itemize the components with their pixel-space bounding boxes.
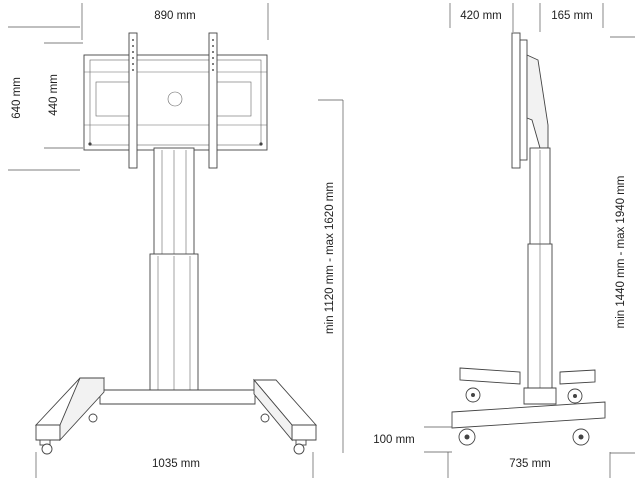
dim-front-base-width: 1035 mm (35, 452, 314, 478)
caster-back-right (260, 413, 270, 423)
caster-back-left (88, 413, 98, 423)
side-view: 420 mm 165 mm (373, 3, 635, 478)
label-front-height-outer: 640 mm (11, 77, 23, 119)
front-view: 890 mm 640 mm 440 mm (8, 3, 344, 478)
side-caster-front-right (572, 428, 590, 446)
label-side-base-depth: 735 mm (509, 458, 551, 470)
label-side-height-range: min 1440 mm - max 1940 mm (615, 176, 627, 329)
dim-front-height-inner: 440 mm (44, 42, 83, 149)
side-caster-front-left (458, 428, 476, 446)
label-side-clearance: 100 mm (373, 434, 415, 446)
vesa-mount-frame (83, 32, 268, 169)
dim-side-depth-left: 420 mm (449, 3, 514, 32)
dim-side-base-depth: 735 mm (447, 452, 611, 478)
label-front-height-range: min 1120 mm - max 1620 mm (324, 182, 336, 334)
side-caster-back-left (465, 387, 481, 403)
dim-front-height-outer: 640 mm (8, 26, 80, 171)
caster-front-right (293, 439, 307, 455)
label-front-base-width: 1035 mm (152, 458, 200, 470)
front-base (34, 377, 318, 455)
dim-side-height-range: min 1440 mm - max 1940 mm (610, 36, 635, 454)
dim-front-height-range: min 1120 mm - max 1620 mm (318, 99, 344, 453)
dim-side-depth-right: 165 mm (539, 3, 604, 32)
label-front-width: 890 mm (154, 10, 196, 22)
label-side-depth-left: 420 mm (460, 10, 502, 22)
label-front-height-inner: 440 mm (48, 74, 60, 116)
side-base (451, 367, 606, 446)
dim-front-width: 890 mm (81, 3, 269, 40)
dim-side-clearance: 100 mm (373, 426, 452, 453)
column-lower (149, 253, 199, 395)
side-column (527, 147, 553, 391)
side-caster-back-right (567, 388, 583, 404)
caster-front-left (39, 439, 53, 455)
label-side-depth-right: 165 mm (551, 10, 593, 22)
column-upper (153, 147, 195, 259)
